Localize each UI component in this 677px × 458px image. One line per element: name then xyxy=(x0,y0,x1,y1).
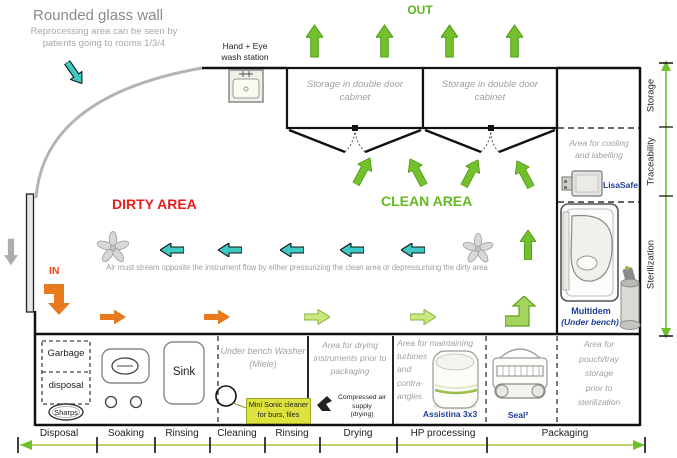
hp-note-line: turbines xyxy=(397,351,428,362)
dirty-flow-right-arrow xyxy=(204,309,230,325)
assistina-device-icon xyxy=(432,350,479,410)
scale-disposal-label: Disposal xyxy=(39,428,79,439)
fan-icon xyxy=(462,233,494,263)
pouch-area-note: Area for pouch/tray storage prior to ste… xyxy=(561,337,637,410)
hp-area-note: Area for maintaining turbines and contra… xyxy=(397,337,481,403)
sharps-label: Sharps xyxy=(54,408,78,417)
storage-flow-arrow xyxy=(349,154,377,188)
garbage-label-line1: Garbage xyxy=(47,348,85,359)
seal-label: Seal² xyxy=(507,410,529,420)
out-flow-up-arrow xyxy=(441,23,458,59)
storage-cabinet-right-label: Storage in double door cabinet xyxy=(441,79,539,103)
sterilizer-image xyxy=(560,203,619,302)
lisasafe-label: LisaSafe xyxy=(603,180,638,190)
air-supply-line1: Compressed air supply xyxy=(338,394,386,410)
dirty-area-label: DIRTY AREA xyxy=(112,196,197,212)
out-label: OUT xyxy=(407,3,433,17)
clean-area-label: CLEAN AREA xyxy=(381,193,473,209)
pouch-note-line: sterilization xyxy=(577,397,621,408)
airflow-left-arrow xyxy=(340,243,364,257)
air-supply-line2: (drying) xyxy=(350,411,374,418)
scale-rinsing-label: Rinsing xyxy=(165,428,199,439)
out-flow-up-arrow xyxy=(376,23,393,59)
scale-rinsing2-label: Rinsing xyxy=(275,428,309,439)
right-column-dividers xyxy=(558,127,639,203)
entrance-door xyxy=(25,193,35,313)
mini-sonic-line2: for burs, files xyxy=(257,410,300,419)
air-supply-note: Compressed air supply (drying) xyxy=(331,394,393,420)
scale-traceability-label: Traceability xyxy=(645,137,657,186)
airflow-left-arrow xyxy=(218,243,242,257)
pouch-note-line: Area for xyxy=(583,339,615,349)
seal-device-icon xyxy=(492,348,548,399)
clean-flow-up-arrow xyxy=(520,230,536,260)
pouch-note-line: prior to xyxy=(585,382,613,393)
mini-sonic-line1: Mini Sonic cleaner xyxy=(248,400,309,409)
rounded-glass-wall xyxy=(34,66,203,199)
hand-eye-station-label: Hand + Eye wash station xyxy=(221,41,269,62)
scale-hp-processing-label: HP processing xyxy=(410,428,476,439)
glass-wall-pointer-arrow xyxy=(61,58,88,88)
sink-icon xyxy=(228,69,264,103)
pouch-note-line: pouch/tray xyxy=(579,353,619,364)
glass-wall-title: Rounded glass wall xyxy=(33,7,164,24)
lisasafe-device-icon xyxy=(561,170,603,197)
soaking-tub-icon xyxy=(101,348,150,409)
in-label: IN xyxy=(49,265,60,277)
mini-sonic-cleaner-icon xyxy=(215,385,250,410)
scale-packaging-label: Packaging xyxy=(541,428,589,439)
right-process-scale xyxy=(659,60,673,339)
bend-up-flow-arrow xyxy=(505,296,539,328)
sharps-container-icon xyxy=(48,403,84,421)
out-flow-up-arrow xyxy=(306,23,323,59)
multidem-note: (Under bench) xyxy=(561,317,619,327)
air-gun-icon xyxy=(317,396,332,411)
sink-label: Sink xyxy=(172,366,196,378)
storage-flow-arrow xyxy=(510,157,538,191)
scale-drying-label: Drying xyxy=(343,428,373,439)
airflow-left-arrow xyxy=(401,243,425,257)
corridor-down-arrow xyxy=(4,232,18,272)
out-flow-up-arrow xyxy=(506,23,523,59)
airflow-left-arrow xyxy=(280,243,304,257)
hp-note-line: and xyxy=(397,364,412,375)
multidem-cartridge-icon xyxy=(619,266,641,330)
bottom-process-scale xyxy=(17,437,646,453)
clean-flow-right-arrow xyxy=(410,309,436,325)
air-flow-note: Air must stream opposite the instrument … xyxy=(106,263,488,272)
cabinet-door-flaps-icon xyxy=(288,125,556,154)
storage-cabinet-left-label: Storage in double door cabinet xyxy=(306,79,404,103)
airflow-left-arrow xyxy=(160,243,184,257)
assistina-label: Assistina 3x3 xyxy=(422,409,478,419)
scale-sterilization-label: Sterilization xyxy=(645,239,657,290)
bench-dashed-dividers xyxy=(217,336,558,424)
dirty-flow-right-arrow xyxy=(100,309,126,325)
clean-flow-right-arrow xyxy=(304,309,330,325)
glass-wall-note: Reprocessing area can be seen by patient… xyxy=(30,26,178,49)
drying-area-note: Area for drying instruments prior to pac… xyxy=(313,340,387,376)
washer-note: Under bench Washer (Miele) xyxy=(220,346,306,369)
scale-cleaning-label: Cleaning xyxy=(217,428,257,439)
multidem-label: Multidem xyxy=(571,306,611,316)
cooling-area-note: Area for cooling and labelling xyxy=(569,138,629,160)
mini-sonic-callout: Mini Sonic cleaner for burs, files xyxy=(246,398,311,424)
scale-soaking-label: Soaking xyxy=(107,428,145,439)
pouch-note-line: storage xyxy=(584,368,614,379)
fan-icon xyxy=(96,231,130,263)
hp-note-line: contra- xyxy=(397,377,424,388)
sink-basin xyxy=(163,341,205,405)
garbage-label-line2: disposal xyxy=(48,380,84,391)
hp-note-line: angles xyxy=(397,390,423,401)
in-flow-bend-arrow xyxy=(44,282,74,316)
hp-note-line: Area for maintaining xyxy=(397,338,474,348)
storage-flow-arrow xyxy=(403,155,431,189)
storage-flow-arrow xyxy=(457,156,485,190)
